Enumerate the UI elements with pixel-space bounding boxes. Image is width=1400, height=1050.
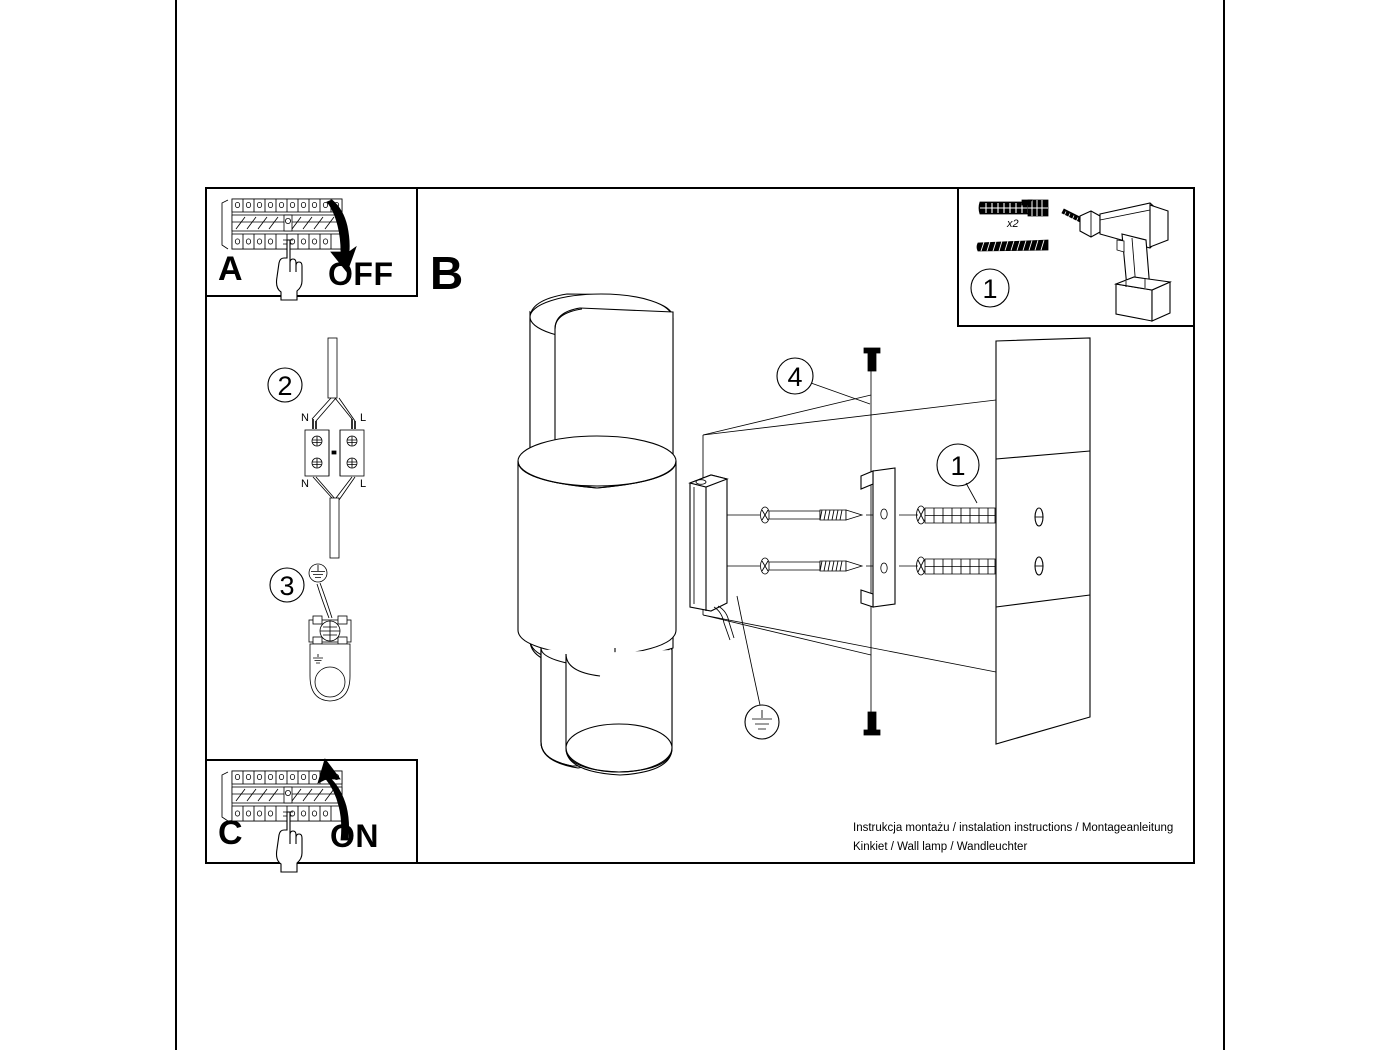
panel-b-letter: B xyxy=(430,247,464,299)
panel-c-action-label: ON xyxy=(330,818,379,854)
footer-instructions-text: Instrukcja montażu / instalation instruc… xyxy=(853,819,1193,856)
panel-a-action-label: OFF xyxy=(328,256,394,292)
footer-line-1: Instrukcja montażu / instalation instruc… xyxy=(853,822,1174,834)
panel-c-letter: C xyxy=(218,814,243,852)
panel-a-letter: A xyxy=(218,250,243,288)
footer-line-2: Kinkiet / Wall lamp / Wandleuchter xyxy=(853,840,1028,853)
panel-parts-and-drill xyxy=(957,187,1195,327)
page-outer-border xyxy=(175,0,1225,1050)
anchor-quantity-label: x2 xyxy=(1007,218,1019,230)
